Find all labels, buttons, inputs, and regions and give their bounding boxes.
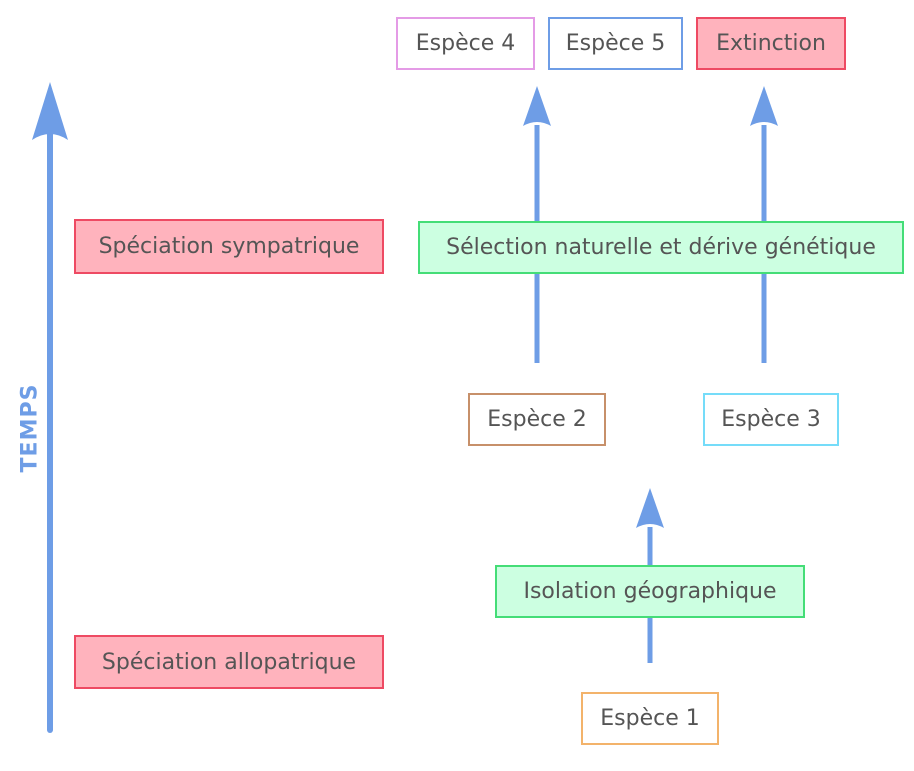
sympatric-speciation-box: Spéciation sympatrique: [74, 219, 384, 274]
species-3-box: Espèce 3: [703, 393, 839, 446]
geographic-isolation-box: Isolation géographique: [495, 565, 805, 618]
time-axis-arrow: [32, 82, 68, 733]
natural-selection-drift-box: Sélection naturelle et dérive génétique: [418, 221, 904, 274]
extinction-box: Extinction: [696, 17, 846, 70]
allopatric-speciation-box: Spéciation allopatrique: [74, 635, 384, 689]
species-5-box: Espèce 5: [548, 17, 683, 70]
time-axis-label: TEMPS: [17, 383, 43, 473]
species-1-box: Espèce 1: [581, 692, 719, 745]
species-4-box: Espèce 4: [396, 17, 535, 70]
species-2-box: Espèce 2: [468, 393, 606, 446]
